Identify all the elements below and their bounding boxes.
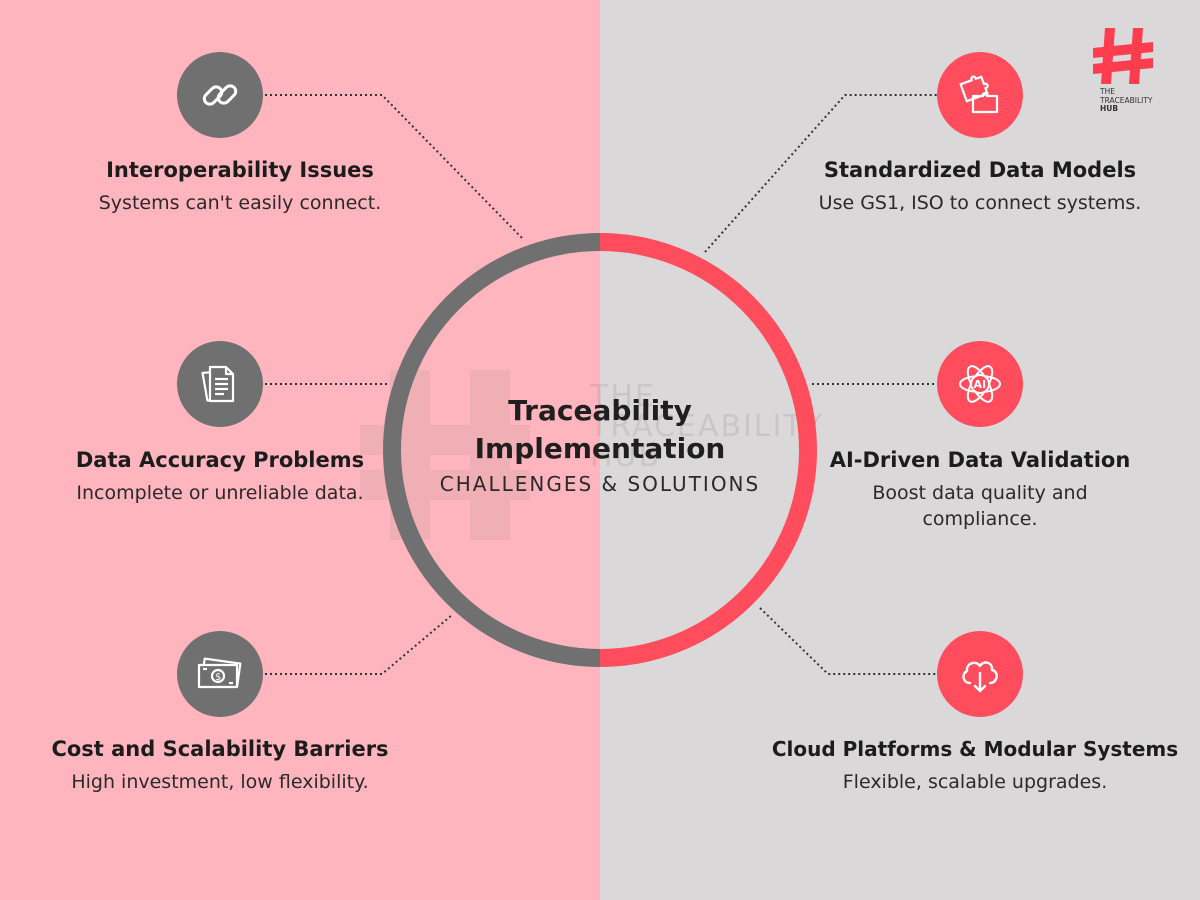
solution-title: Cloud Platforms & Modular Systems [771,737,1179,761]
svg-text:$: $ [215,672,221,683]
link-icon [202,84,238,106]
center-title-line2: Implementation [474,432,726,465]
solution-item-2: AI-Driven Data Validation Boost data qua… [790,446,1170,532]
solution-icon-circle-2: AI [937,341,1023,427]
center-subtitle: CHALLENGES & SOLUTIONS [439,472,761,496]
solution-icon-circle-3 [937,631,1023,717]
challenge-description: High investment, low flexibility. [71,771,369,793]
challenge-description: Incomplete or unreliable data. [76,482,364,504]
ai-icon: AI [959,365,1001,403]
watermark-line2: TRACEABILITY [590,409,825,444]
challenge-icon-circle-2 [177,341,263,427]
watermark-line3: HUB [590,439,662,474]
challenge-title: Data Accuracy Problems [75,448,365,472]
center-heading: Traceability Implementation CHALLENGES &… [400,392,800,496]
connector-cloud [759,607,937,675]
logo-text-line3: HUB [1100,104,1119,113]
logo-text-line1: THE [1100,87,1115,96]
logo-text-line2: TRACEABILITY [1100,95,1153,105]
solution-description: Use GS1, ISO to connect systems. [818,192,1142,214]
solution-item-3: Cloud Platforms & Modular Systems Flexib… [750,735,1200,795]
documents-icon [201,365,235,403]
solution-title: AI-Driven Data Validation [829,448,1131,472]
solutions-panel [600,0,1200,900]
solution-item-1: Standardized Data Models Use GS1, ISO to… [760,156,1200,216]
challenge-description: Systems can't easily connect. [98,192,382,214]
solution-description: Boost data quality and compliance. [872,482,1088,530]
money-icon: $ [197,657,242,689]
connector-interoperability [265,94,523,239]
puzzle-icon [959,75,999,114]
solution-icon-circle-1 [937,52,1023,138]
solution-description: Flexible, scalable upgrades. [842,771,1108,793]
challenge-item-1: Interoperability Issues Systems can't ea… [20,156,460,216]
challenges-panel [0,0,600,900]
challenge-title: Interoperability Issues [106,158,374,182]
traceability-hub-logo: THE TRACEABILITY HUB [1088,28,1168,118]
challenges-ring-arc [383,233,601,667]
svg-text:AI: AI [974,378,987,391]
solution-title: Standardized Data Models [823,158,1137,182]
challenge-item-2: Data Accuracy Problems Incomplete or unr… [0,446,440,506]
logo-mark-icon [1093,28,1153,84]
solutions-ring-arc [599,233,817,667]
connector-standardized [704,94,937,253]
center-title-line1: Traceability [508,394,692,427]
challenge-title: Cost and Scalability Barriers [51,737,389,761]
challenge-icon-circle-1 [177,52,263,138]
connector-cost [265,614,453,675]
cloud-download-icon [962,661,998,693]
watermark-line1: THE [590,379,656,414]
challenge-item-3: Cost and Scalability Barriers High inves… [0,735,440,795]
challenge-icon-circle-3: $ [177,631,263,717]
